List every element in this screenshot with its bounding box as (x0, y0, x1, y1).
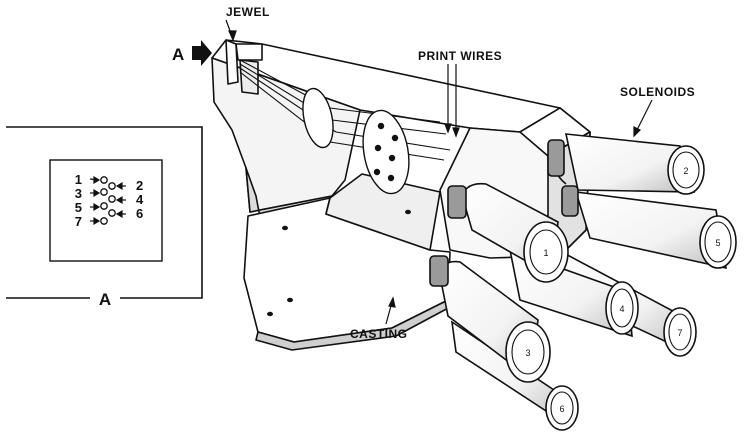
solenoid-numbers: 1 2 3 4 5 6 7 (525, 166, 720, 414)
solenoid-num-1: 1 (543, 248, 548, 258)
inset-num-6: 6 (136, 206, 143, 221)
solenoid-num-6: 6 (559, 404, 564, 414)
view-arrow-label: A (172, 45, 184, 64)
inset-caption: A (99, 290, 111, 309)
inset-num-2: 2 (136, 178, 143, 193)
print-wires-label: PRINT WIRES (418, 49, 502, 63)
solenoid-2 (547, 133, 705, 195)
inset-num-7: 7 (75, 214, 82, 229)
inset-num-1: 1 (75, 172, 82, 187)
inset-num-3: 3 (75, 186, 82, 201)
inset-arrows (89, 175, 126, 226)
callouts (225, 19, 653, 325)
solenoids-label: SOLENOIDS (620, 85, 695, 99)
solenoid-num-2: 2 (683, 166, 688, 176)
solenoid-num-4: 4 (619, 304, 624, 314)
inset-num-5: 5 (75, 200, 82, 215)
solenoid-3 (429, 255, 551, 383)
casting-label: CASTING (350, 327, 408, 341)
inset-view-a: A 1 3 5 7 2 4 6 (6, 126, 203, 309)
solenoid-num-5: 5 (715, 238, 720, 248)
inset-num-4: 4 (136, 192, 144, 207)
solenoid-5 (561, 185, 737, 270)
wire-guides (239, 59, 451, 195)
jewel-label: JEWEL (226, 5, 270, 19)
solenoids (429, 133, 737, 431)
solenoid-num-3: 3 (525, 348, 530, 358)
casting-holes (267, 209, 411, 317)
solenoid-1 (447, 182, 569, 283)
wire-ends (100, 176, 116, 225)
solenoid-num-7: 7 (677, 328, 682, 338)
view-arrow-a: A (172, 40, 212, 66)
